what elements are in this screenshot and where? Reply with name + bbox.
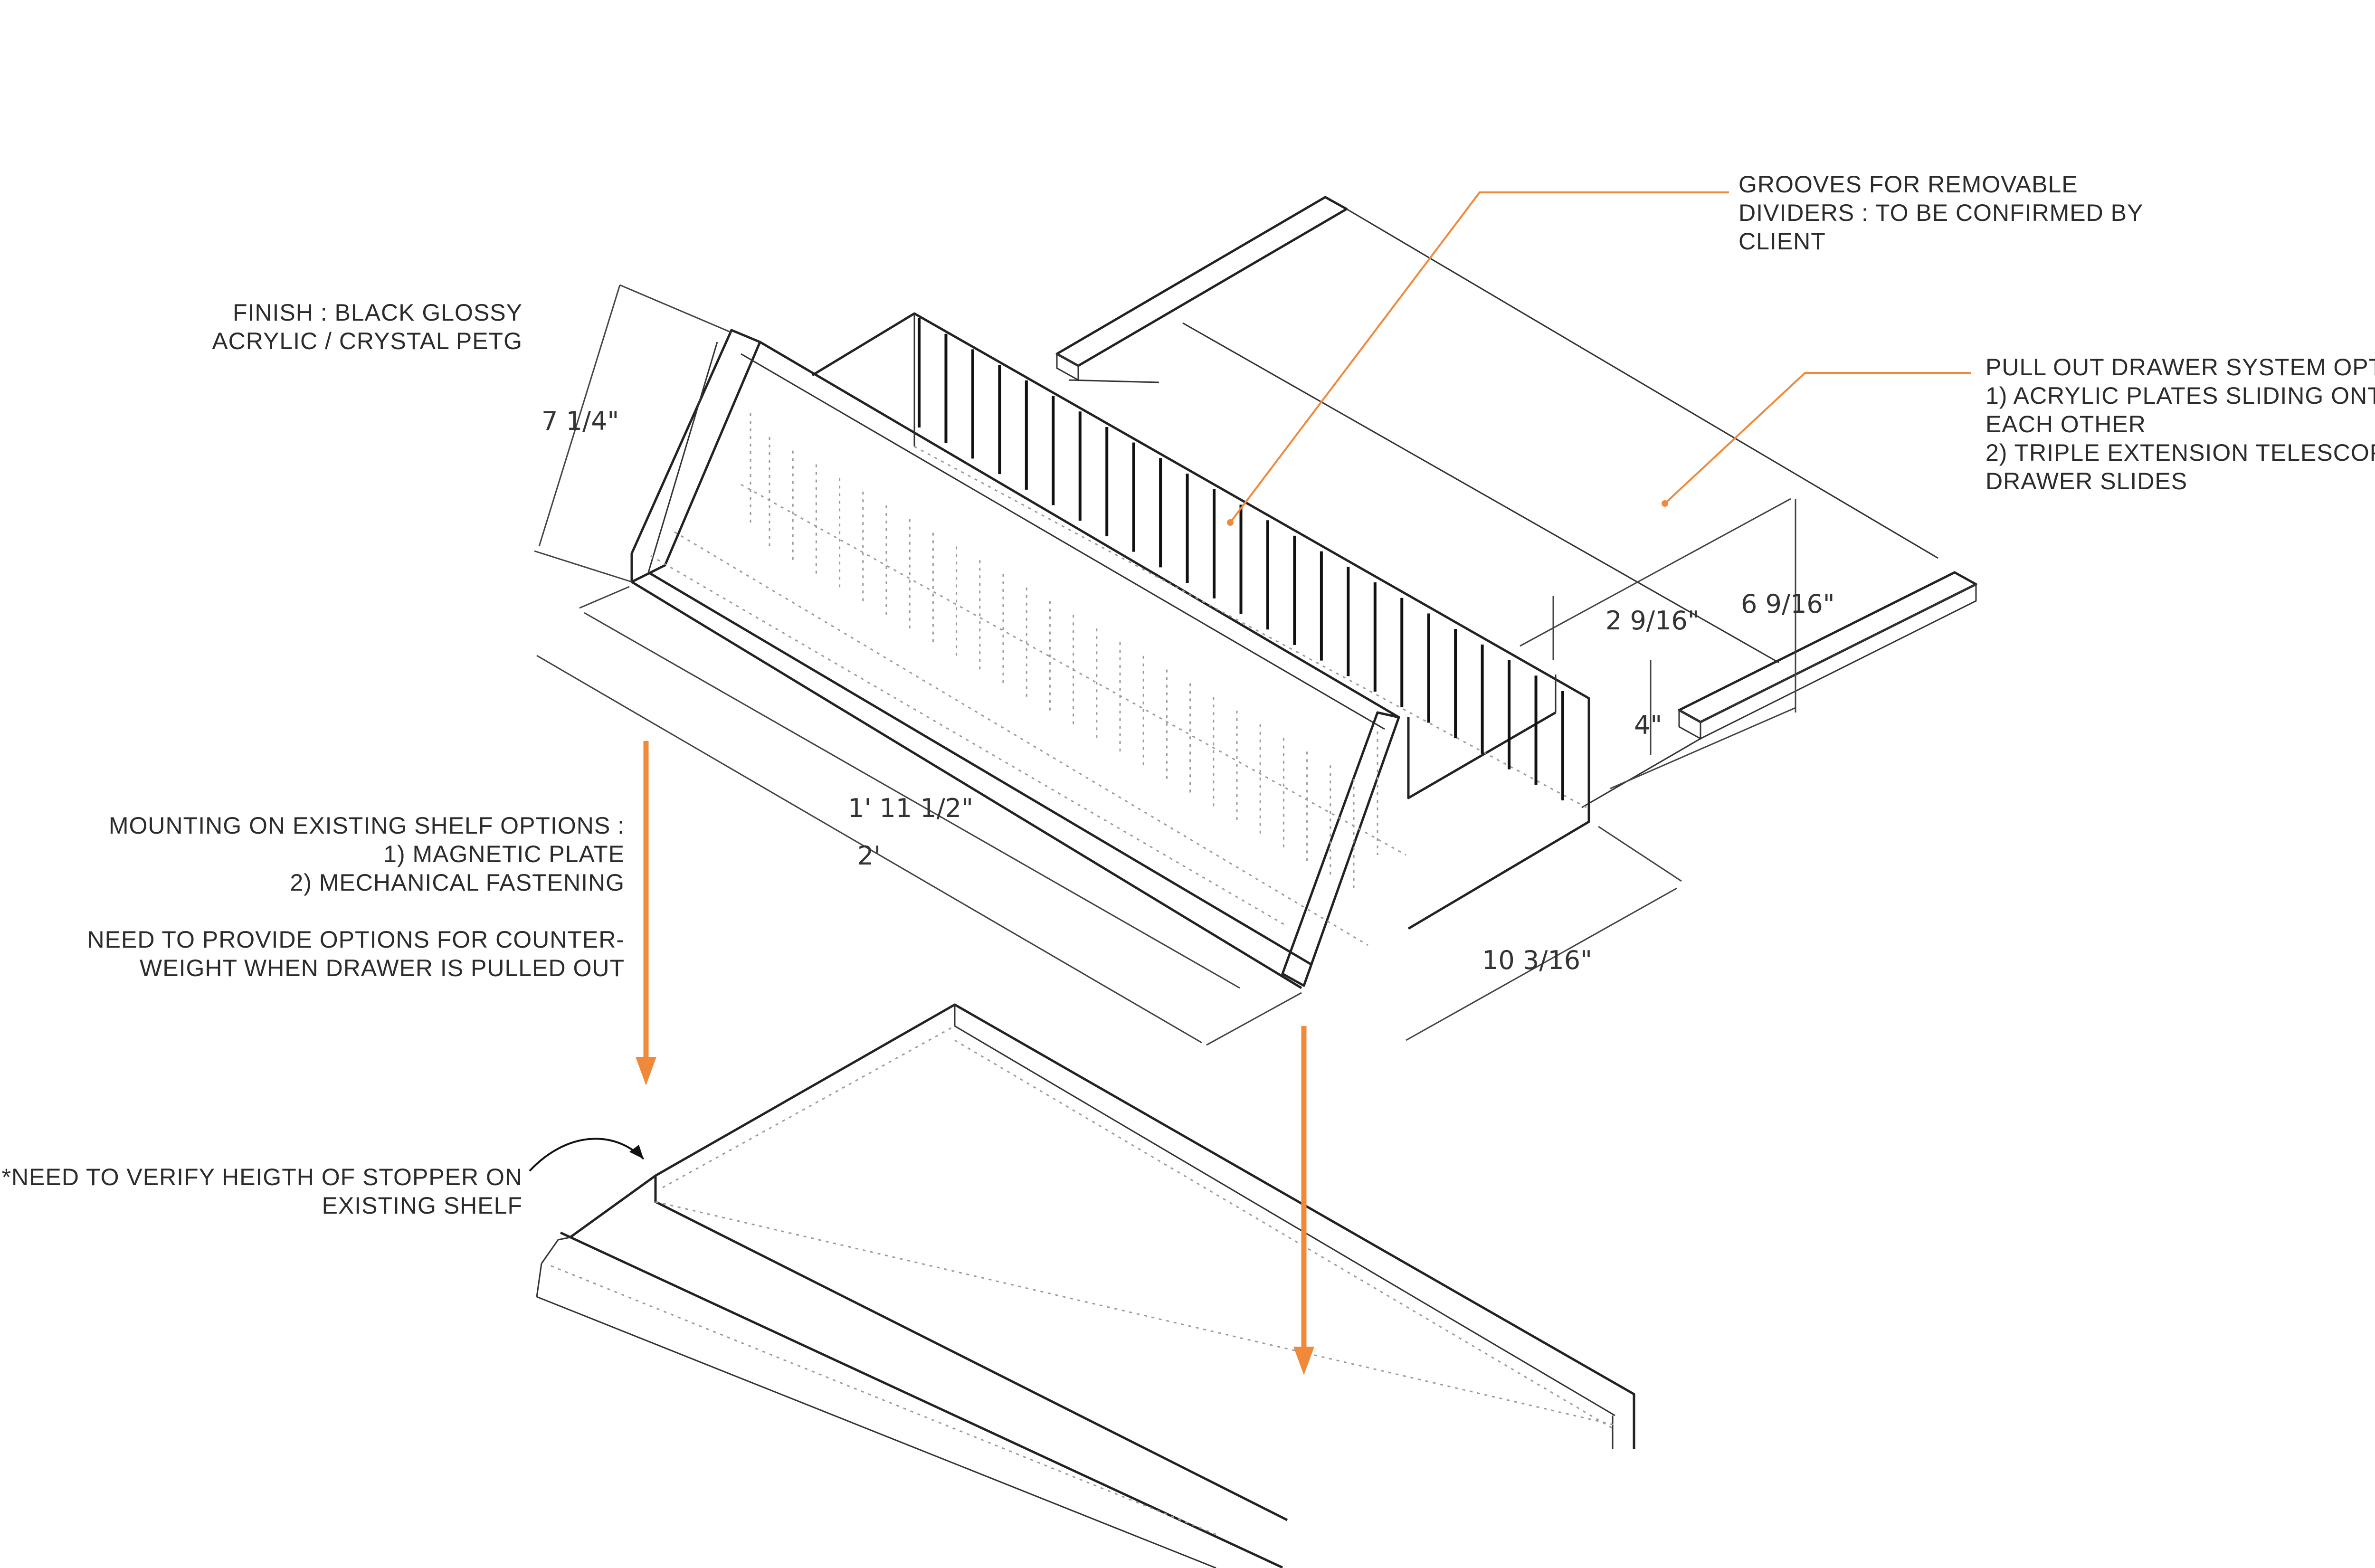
mounting-arrowhead: [636, 1057, 656, 1085]
svg-text:2) TRIPLE EXTENSION TELESCOPIC: 2) TRIPLE EXTENSION TELESCOPIC: [1986, 439, 2375, 466]
dim-height-total: 6 9/16": [1741, 589, 1835, 619]
dim-length-inner: 1' 11 1/2": [848, 793, 973, 823]
direction-arrows: [636, 741, 1314, 1375]
drawer-leader-dot: [1662, 500, 1668, 507]
dim-depth: 10 3/16": [1482, 945, 1592, 975]
svg-text:NEED TO PROVIDE OPTIONS FOR CO: NEED TO PROVIDE OPTIONS FOR COUNTER-: [87, 926, 625, 953]
svg-text:GROOVES FOR REMOVABLE: GROOVES FOR REMOVABLE: [1738, 171, 2078, 198]
note-grooves: GROOVES FOR REMOVABLE DIVIDERS : TO BE C…: [1738, 171, 2143, 255]
drawer-leader: [1664, 372, 1971, 504]
annotation-leaders: [529, 191, 1971, 1172]
hidden-grooves: [769, 437, 1355, 893]
grooves-leader-dot: [1227, 519, 1234, 526]
note-mounting: MOUNTING ON EXISTING SHELF OPTIONS : 1) …: [109, 812, 625, 896]
organizer-box: [630, 312, 1590, 989]
dim-height-lower: 4": [1634, 710, 1662, 740]
svg-text:CLIENT: CLIENT: [1738, 228, 1826, 255]
svg-text:MOUNTING ON EXISTING SHELF OPT: MOUNTING ON EXISTING SHELF OPTIONS :: [109, 812, 625, 839]
note-finish: FINISH : BLACK GLOSSY ACRYLIC / CRYSTAL …: [212, 299, 522, 354]
svg-text:DIVIDERS : TO BE CONFIRMED BY: DIVIDERS : TO BE CONFIRMED BY: [1738, 200, 2143, 226]
svg-text:ACRYLIC / CRYSTAL PETG: ACRYLIC / CRYSTAL PETG: [212, 328, 522, 354]
svg-text:WEIGHT WHEN DRAWER IS PULLED: WEIGHT WHEN DRAWER IS PULLED OUT: [140, 955, 625, 981]
stopper-leader: [529, 1138, 645, 1172]
svg-text:DRAWER SLIDES: DRAWER SLIDES: [1986, 468, 2187, 494]
grooves-leader: [1229, 191, 1729, 523]
svg-text:*NEED TO VERIFY HEIGTH OF STOP: *NEED TO VERIFY HEIGTH OF STOPPER ON: [2, 1164, 522, 1190]
existing-shelf: [536, 1003, 1635, 1568]
svg-text:FINISH : BLACK GLOSSY: FINISH : BLACK GLOSSY: [233, 299, 522, 326]
dim-length-outer: 2': [857, 841, 881, 871]
svg-text:2) MECHANICAL FASTENING: 2) MECHANICAL FASTENING: [290, 869, 625, 896]
svg-text:1) ACRYLIC PLATES SLIDING ONTO: 1) ACRYLIC PLATES SLIDING ONTO: [1986, 382, 2375, 409]
svg-text:EXISTING SHELF: EXISTING SHELF: [322, 1192, 522, 1219]
svg-text:EACH OTHER: EACH OTHER: [1986, 411, 2146, 437]
svg-text:1) MAGNETIC PLATE: 1) MAGNETIC PLATE: [383, 841, 625, 867]
divider-slats: [918, 318, 1564, 800]
dimension-lines: [534, 284, 1796, 1046]
stopper-arrowhead: [629, 1145, 644, 1159]
install-arrowhead: [1293, 1347, 1314, 1375]
svg-text:PULL OUT DRAWER SYSTEM OPTION: PULL OUT DRAWER SYSTEM OPTION :: [1986, 354, 2375, 380]
dimension-labels: 7 1/4" 6 9/16" 2 9/16" 4" 1' 11 1/2" 2' …: [542, 406, 1835, 975]
note-drawer-system: PULL OUT DRAWER SYSTEM OPTION : 1) ACRYL…: [1986, 354, 2375, 494]
dim-height-upper: 2 9/16": [1606, 606, 1700, 636]
dim-height-front: 7 1/4": [542, 406, 619, 436]
note-stopper: *NEED TO VERIFY HEIGTH OF STOPPER ON EXI…: [2, 1164, 522, 1219]
note-counterweight: NEED TO PROVIDE OPTIONS FOR COUNTER- WEI…: [87, 926, 625, 981]
drawer-plate: [1068, 208, 1938, 808]
